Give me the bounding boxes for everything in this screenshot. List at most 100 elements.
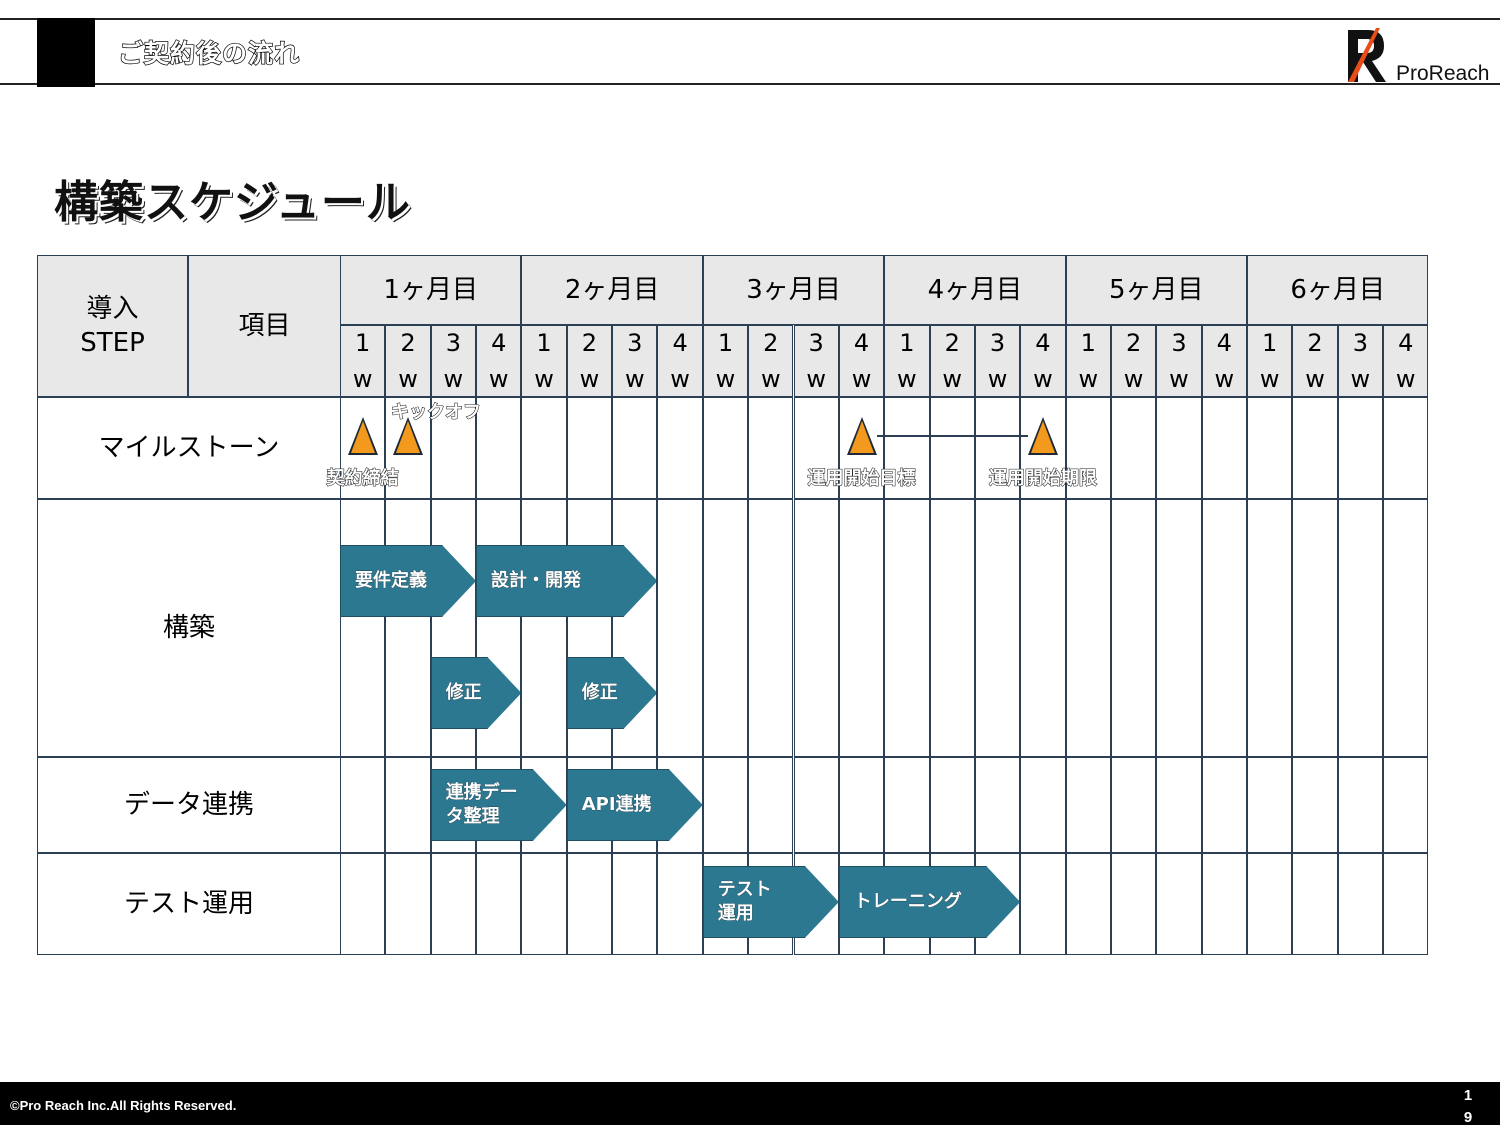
row-label: データ連携: [37, 757, 341, 853]
week-cell: [340, 757, 386, 853]
week-header: 3 w: [1337, 325, 1384, 397]
task-label: 要件定義: [355, 570, 428, 592]
week-cell: [1337, 397, 1384, 499]
page-title: 構築スケジュール: [54, 177, 411, 228]
month-header-label: 5ヶ月目: [1109, 275, 1204, 305]
month-header-label: 3ヶ月目: [746, 275, 841, 305]
week-cell: [430, 853, 477, 955]
header-accent-block: [37, 18, 95, 87]
row-label: テスト運用: [37, 853, 341, 955]
week-cell: [1337, 757, 1384, 853]
week-cell: [385, 853, 431, 955]
week-cell: [1383, 397, 1429, 499]
task-label: 修正: [445, 682, 482, 704]
week-cell: [702, 499, 749, 757]
month-header-label: 4ヶ月目: [927, 275, 1023, 305]
week-header-label: 3 w: [443, 329, 464, 393]
week-cell: [612, 397, 658, 499]
week-header-label: 3 w: [1169, 329, 1189, 393]
proreach-logo-icon: [1348, 28, 1386, 82]
week-cell: [838, 499, 885, 757]
month-header: 5ヶ月目: [1065, 255, 1247, 325]
week-header: 1 w: [340, 325, 386, 397]
week-header-label: 2 w: [1123, 329, 1144, 393]
week-cell: [1292, 757, 1338, 853]
month-header: 6ヶ月目: [1247, 255, 1429, 325]
week-header: 3 w: [974, 325, 1021, 397]
week-header: 4 w: [1201, 325, 1247, 397]
week-header: 4 w: [1020, 325, 1066, 397]
task-bar: 設計・開発: [476, 545, 658, 617]
week-cell: [612, 853, 658, 955]
week-header: 1 w: [1065, 325, 1111, 397]
page-number: 1 9: [1463, 1087, 1473, 1125]
task-bar: テスト 運用: [702, 866, 839, 938]
week-cell: [1156, 397, 1202, 499]
week-header: 2 w: [929, 325, 975, 397]
week-header: 3 w: [612, 325, 658, 397]
week-cell: [1110, 397, 1157, 499]
week-cell: [884, 397, 930, 499]
week-cell: [748, 757, 794, 853]
week-header-label: 3 w: [624, 329, 645, 393]
header-rule-top: [0, 18, 1500, 20]
week-cell: [1247, 853, 1293, 955]
month-header-label: 1ヶ月目: [383, 275, 478, 305]
week-cell: [521, 853, 567, 955]
week-header: 2 w: [566, 325, 613, 397]
week-cell: [657, 397, 703, 499]
week-header-label: 2 w: [398, 329, 418, 393]
header-item: 項目: [188, 255, 341, 397]
task-bar: 要件定義: [340, 545, 477, 617]
milestone-triangle-icon: [1027, 417, 1058, 455]
week-cell: [566, 853, 613, 955]
week-header: 4 w: [1383, 325, 1429, 397]
task-label: 設計・開発: [491, 570, 582, 592]
week-header-label: 2 w: [1305, 329, 1325, 393]
week-header: 3 w: [1156, 325, 1202, 397]
week-cell: [385, 397, 431, 499]
week-header-label: 1 w: [534, 329, 554, 393]
week-cell: [1383, 853, 1429, 955]
row-label: 構築: [37, 499, 341, 757]
week-cell: [566, 397, 613, 499]
week-header: 1 w: [702, 325, 749, 397]
week-header-label: 4 w: [851, 329, 872, 393]
week-cell: [1337, 853, 1384, 955]
week-header: 2 w: [385, 325, 431, 397]
week-header-label: 4 w: [1214, 329, 1235, 393]
week-cell: [748, 397, 794, 499]
week-cell: [340, 499, 386, 757]
week-cell: [1292, 853, 1338, 955]
week-cell: [340, 397, 386, 499]
week-cell: [1020, 499, 1066, 757]
week-cell: [793, 499, 839, 757]
week-header: 3 w: [793, 325, 839, 397]
week-cell: [1247, 397, 1293, 499]
section-title: ご契約後の流れ: [117, 38, 301, 68]
week-cell: [1156, 499, 1202, 757]
task-label: 修正: [581, 682, 618, 704]
week-cell: [884, 499, 930, 757]
week-cell: [612, 499, 658, 757]
week-header: 1 w: [884, 325, 930, 397]
week-cell: [1065, 853, 1111, 955]
week-header-label: 1 w: [897, 329, 917, 393]
week-cell: [1383, 757, 1429, 853]
week-cell: [1337, 499, 1384, 757]
week-cell: [1201, 757, 1247, 853]
week-cell: [1383, 499, 1429, 757]
week-cell: [929, 397, 975, 499]
milestone-label: 運用開始目標: [807, 468, 916, 490]
week-header-label: 1 w: [352, 329, 373, 393]
week-cell: [430, 397, 477, 499]
week-cell: [1156, 853, 1202, 955]
header-rule-bottom: [0, 83, 1500, 85]
week-header-label: 2 w: [942, 329, 963, 393]
milestone-triangle-icon: [347, 417, 378, 455]
task-bar: API連携: [566, 769, 703, 841]
week-cell: [1110, 853, 1157, 955]
month-header-label: 2ヶ月目: [564, 275, 660, 305]
milestone-connector: [876, 435, 1028, 437]
week-header-label: 3 w: [1350, 329, 1371, 393]
